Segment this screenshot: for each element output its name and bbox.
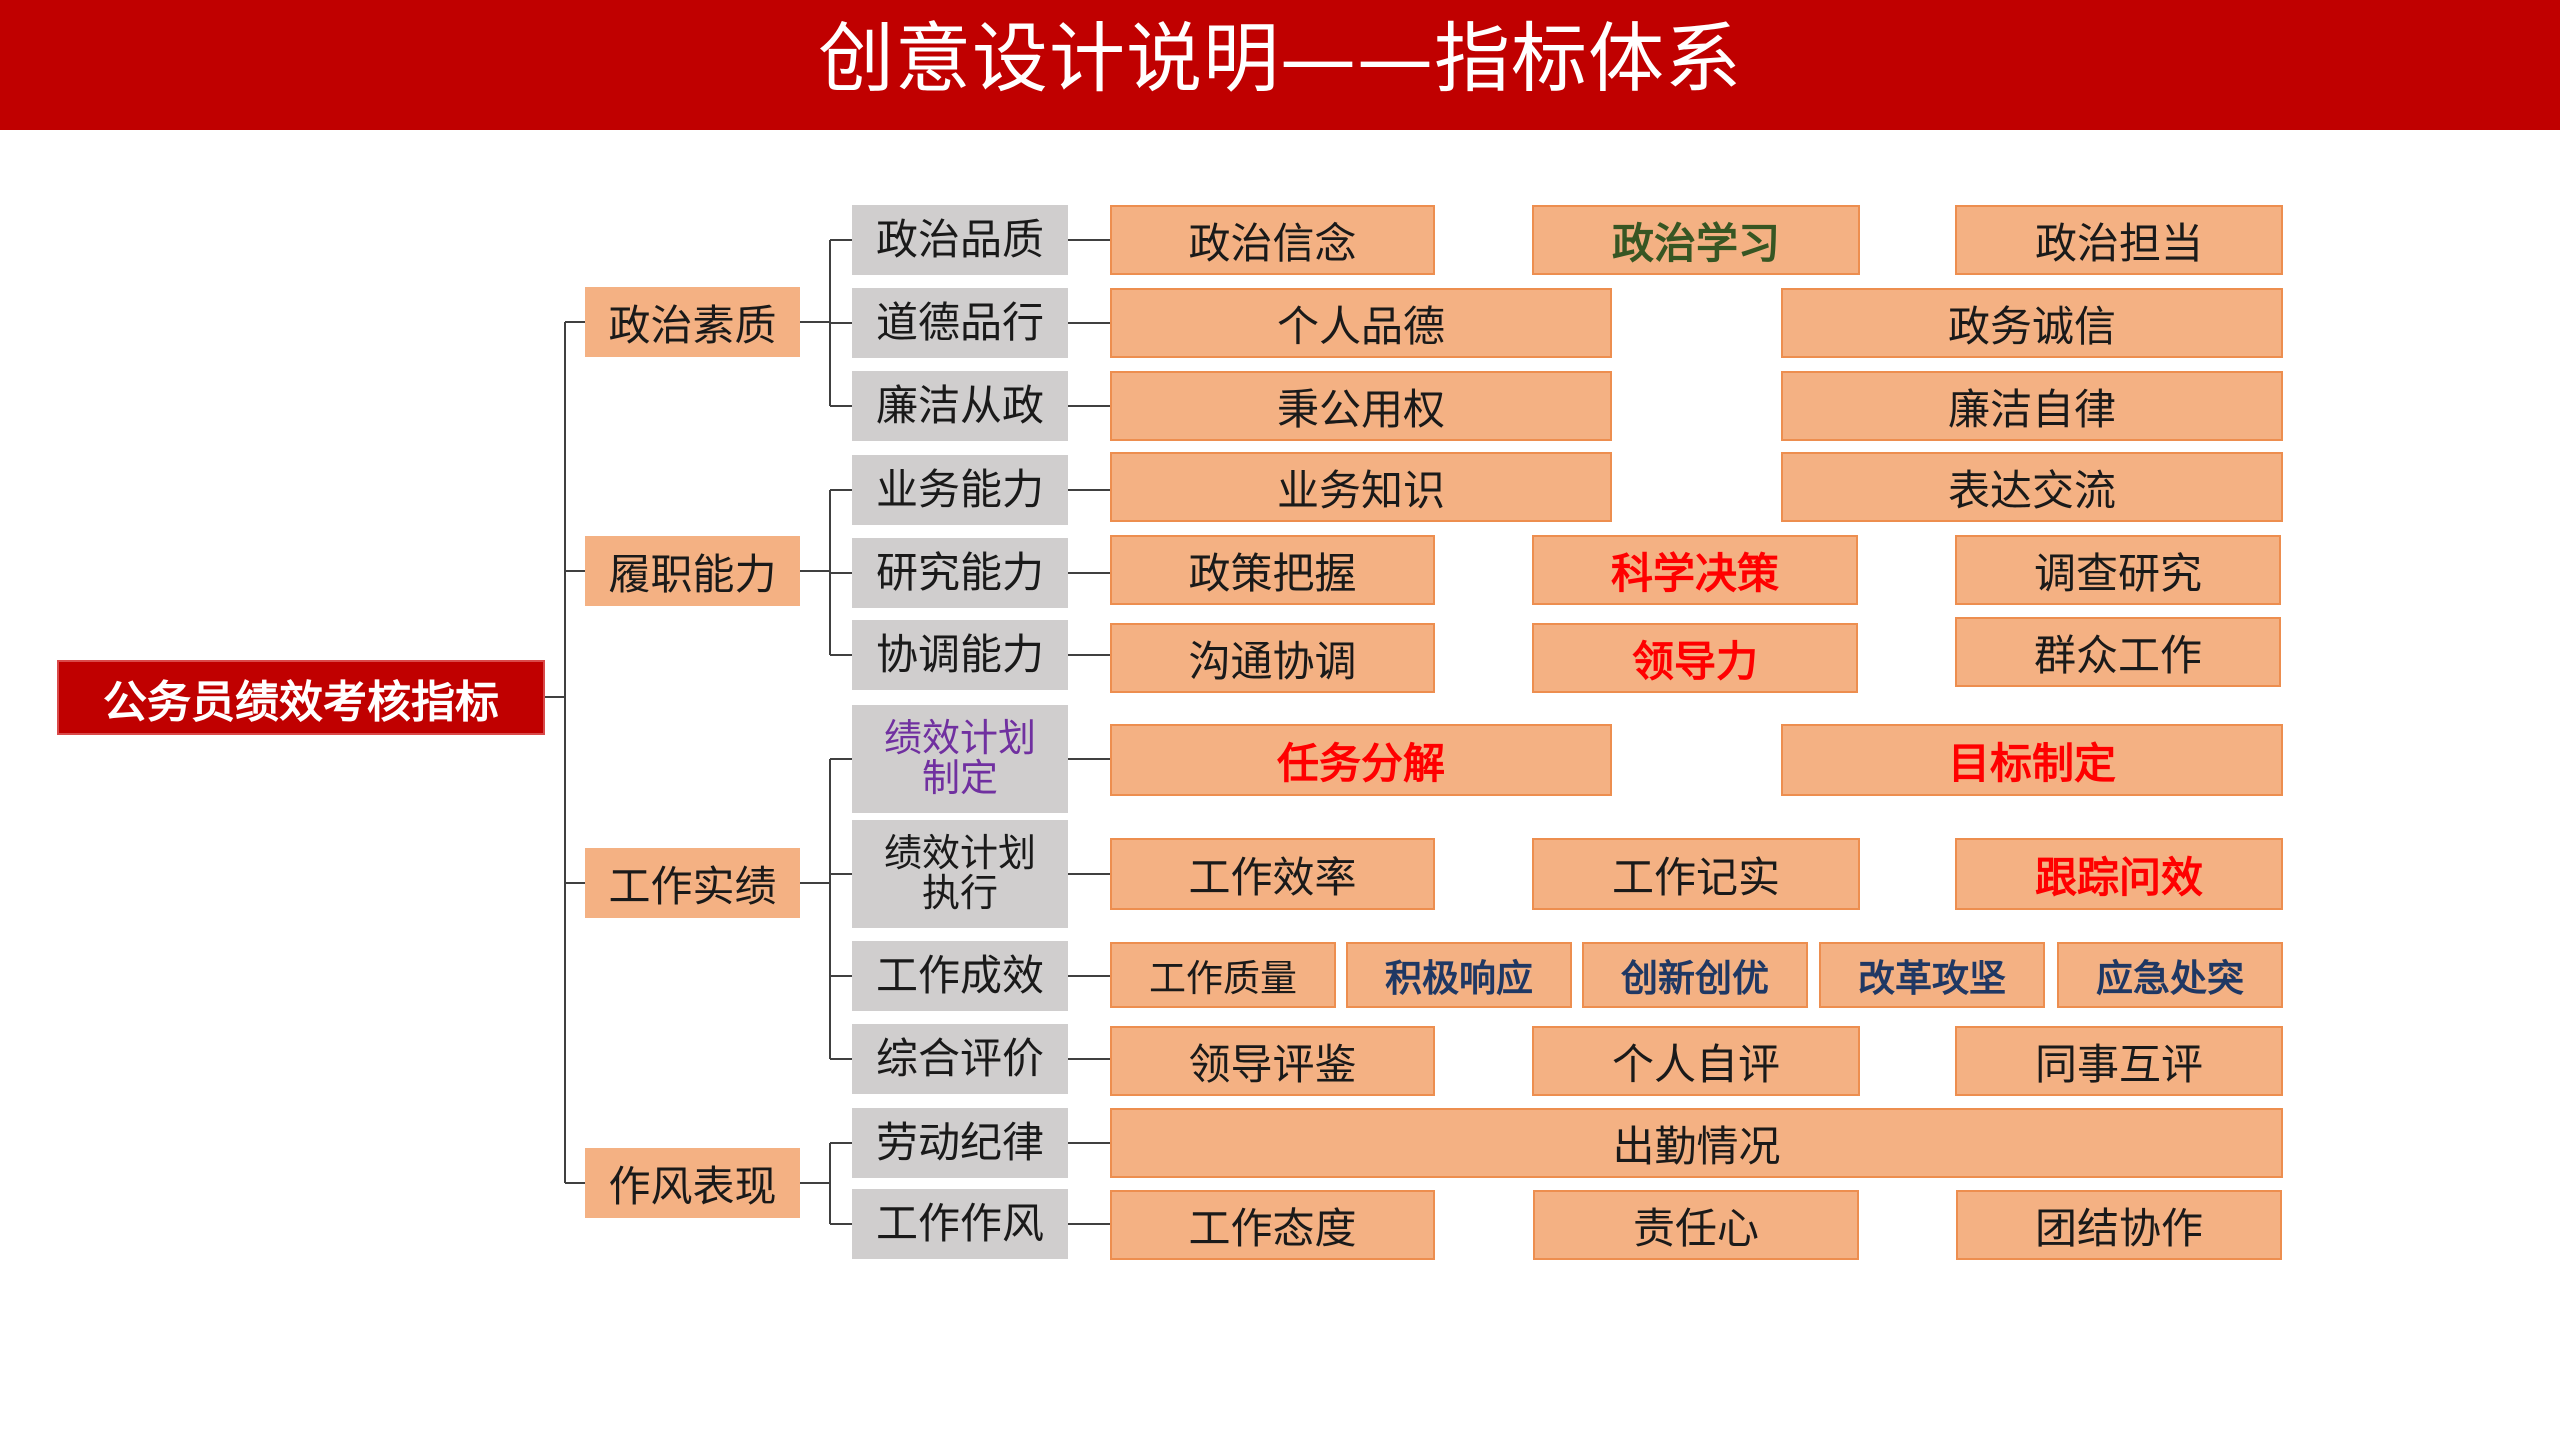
indicator-leaf: 廉洁自律 — [1781, 371, 2283, 441]
indicator-leaf: 个人品德 — [1110, 288, 1612, 358]
subcategory-node: 劳动纪律 — [852, 1108, 1068, 1178]
indicator-leaf: 领导力 — [1532, 623, 1858, 693]
indicator-leaf: 政治学习 — [1532, 205, 1860, 275]
indicator-leaf: 创新创优 — [1582, 942, 1808, 1008]
indicator-leaf: 团结协作 — [1956, 1190, 2282, 1260]
indicator-leaf: 责任心 — [1533, 1190, 1859, 1260]
indicator-leaf: 工作记实 — [1532, 838, 1860, 910]
root-node: 公务员绩效考核指标 — [57, 660, 545, 735]
indicator-leaf: 表达交流 — [1781, 452, 2283, 522]
indicator-leaf: 目标制定 — [1781, 724, 2283, 796]
subcategory-node: 政治品质 — [852, 205, 1068, 275]
category-node: 履职能力 — [585, 536, 800, 606]
indicator-leaf: 个人自评 — [1532, 1026, 1860, 1096]
indicator-leaf: 秉公用权 — [1110, 371, 1612, 441]
subcategory-node: 协调能力 — [852, 620, 1068, 690]
indicator-leaf: 政务诚信 — [1781, 288, 2283, 358]
indicator-leaf: 同事互评 — [1955, 1026, 2283, 1096]
indicator-leaf: 改革攻坚 — [1819, 942, 2045, 1008]
indicator-leaf: 政策把握 — [1110, 535, 1435, 605]
indicator-leaf: 应急处突 — [2057, 942, 2283, 1008]
indicator-leaf: 积极响应 — [1346, 942, 1572, 1008]
subcategory-node: 绩效计划执行 — [852, 820, 1068, 928]
indicator-leaf: 业务知识 — [1110, 452, 1612, 522]
header-bar — [0, 0, 2560, 130]
subcategory-node: 工作作风 — [852, 1189, 1068, 1259]
indicator-leaf: 政治担当 — [1955, 205, 2283, 275]
indicator-leaf: 群众工作 — [1955, 617, 2281, 687]
indicator-leaf: 出勤情况 — [1110, 1108, 2283, 1178]
subcategory-node: 工作成效 — [852, 941, 1068, 1011]
indicator-leaf: 工作质量 — [1110, 942, 1336, 1008]
subcategory-node: 绩效计划制定 — [852, 705, 1068, 813]
category-node: 作风表现 — [585, 1148, 800, 1218]
indicator-leaf: 政治信念 — [1110, 205, 1435, 275]
indicator-leaf: 工作态度 — [1110, 1190, 1435, 1260]
indicator-leaf: 科学决策 — [1532, 535, 1858, 605]
indicator-leaf: 跟踪问效 — [1955, 838, 2283, 910]
subcategory-node: 业务能力 — [852, 455, 1068, 525]
subcategory-node: 道德品行 — [852, 288, 1068, 358]
indicator-leaf: 沟通协调 — [1110, 623, 1435, 693]
page-title: 创意设计说明——指标体系 — [818, 14, 1742, 103]
indicator-leaf: 工作效率 — [1110, 838, 1435, 910]
indicator-leaf: 领导评鉴 — [1110, 1026, 1435, 1096]
subcategory-node: 廉洁从政 — [852, 371, 1068, 441]
subcategory-node: 研究能力 — [852, 538, 1068, 608]
indicator-leaf: 任务分解 — [1110, 724, 1612, 796]
category-node: 工作实绩 — [585, 848, 800, 918]
indicator-leaf: 调查研究 — [1955, 535, 2281, 605]
subcategory-node: 综合评价 — [852, 1024, 1068, 1094]
category-node: 政治素质 — [585, 287, 800, 357]
